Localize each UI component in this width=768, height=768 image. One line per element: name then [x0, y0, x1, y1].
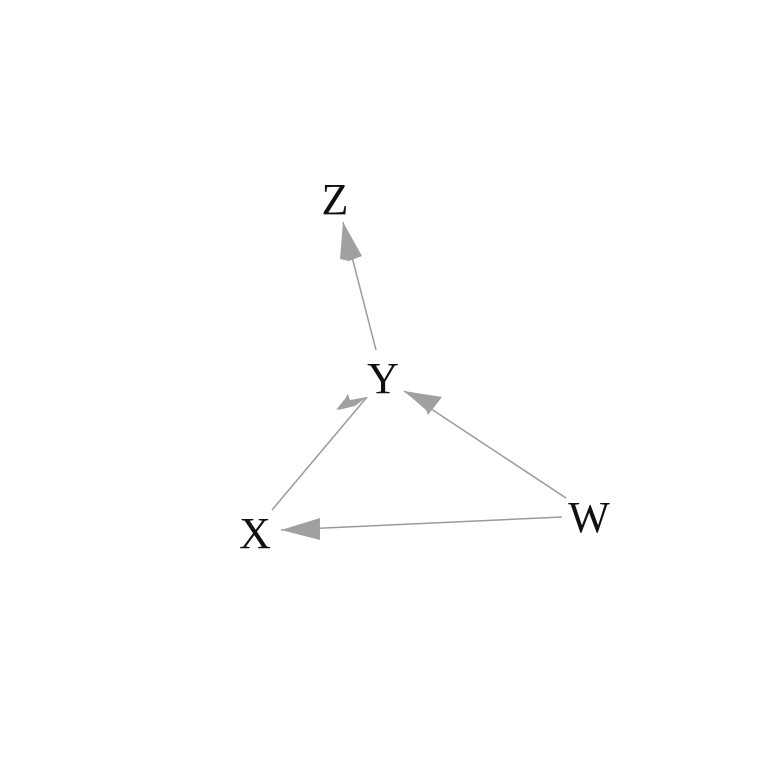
arrowhead-y-to-z: [340, 222, 362, 261]
nodes: Z Y X W: [239, 175, 610, 558]
arrowhead-x-to-y-body: [338, 394, 367, 410]
edges: [271, 221, 567, 540]
node-z: Z: [322, 175, 349, 224]
node-x: X: [239, 509, 271, 558]
arrowhead-w-to-x: [281, 518, 320, 540]
node-y: Y: [367, 354, 399, 403]
arrowhead-w-to-y: [404, 391, 442, 415]
edge-x-to-y: [271, 396, 368, 511]
node-w: W: [568, 493, 610, 542]
edge-w-to-x: [280, 516, 563, 531]
